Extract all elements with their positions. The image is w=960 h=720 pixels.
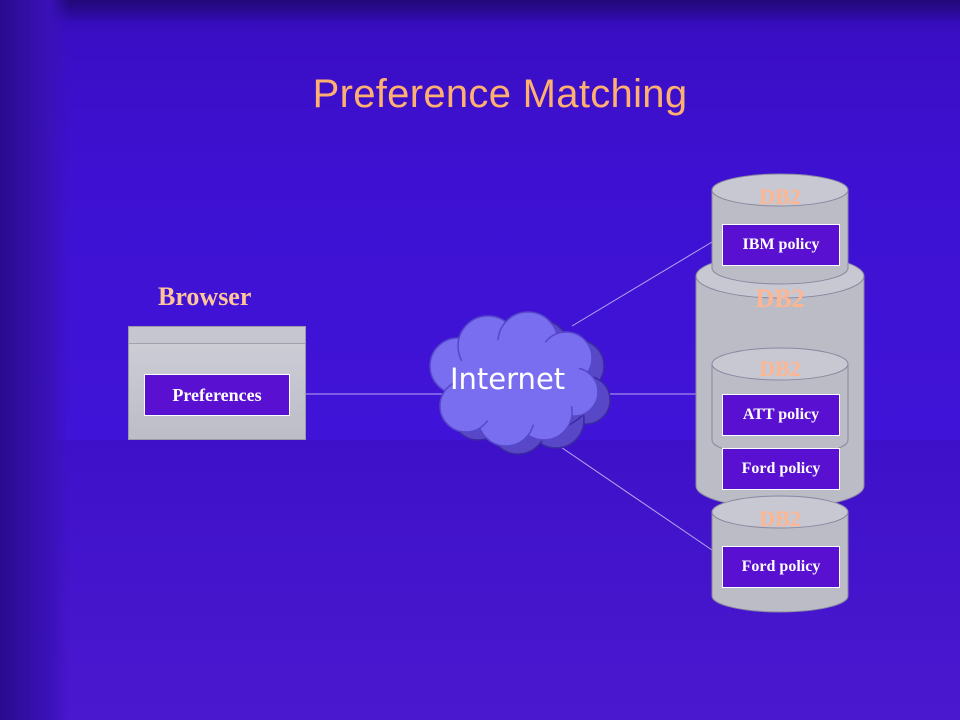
top-shadow — [0, 0, 960, 22]
db-title-ford: DB2 — [759, 506, 801, 531]
left-band — [0, 0, 70, 720]
db-title-att: DB2 — [759, 356, 801, 381]
policy-document-ibm: IBM policy — [722, 224, 840, 266]
db-title-large: DB2 — [755, 284, 805, 313]
policy-document-att: ATT policy — [722, 394, 840, 436]
internet-label: Internet — [450, 362, 566, 396]
db-title-ibm: DB2 — [759, 184, 801, 209]
slide-title: Preference Matching — [312, 72, 688, 116]
policy-document-ford: Ford policy — [722, 546, 840, 588]
cloud-icon — [429, 311, 599, 447]
browser-label: Browser — [158, 282, 252, 311]
browser-title-bar — [129, 327, 305, 344]
policy-document-ford-large: Ford policy — [722, 448, 840, 490]
internet-ibm-link — [571, 241, 713, 327]
preferences-document: Preferences — [144, 374, 290, 416]
